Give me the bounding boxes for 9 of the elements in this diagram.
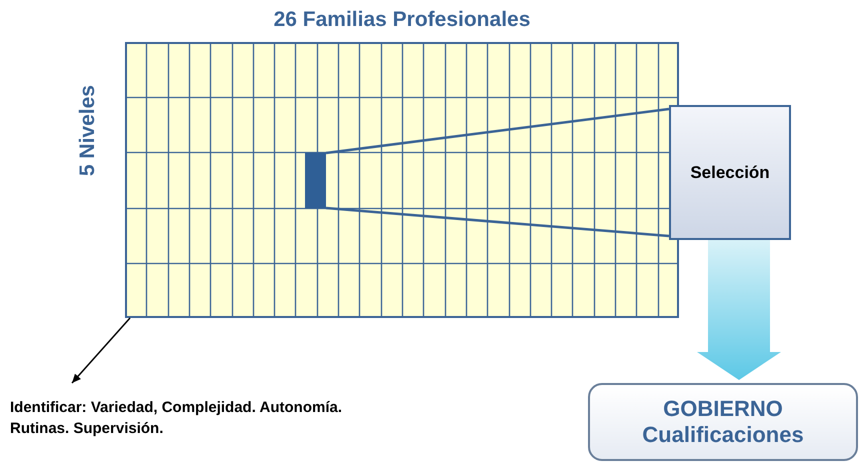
axis-label: 5 Niveles [76, 85, 100, 176]
grid-title: 26 Familias Profesionales [272, 8, 532, 32]
arrow [71, 318, 131, 384]
selection-box: Selección [669, 105, 791, 240]
block-arrow [697, 240, 781, 380]
zoom-lines [324, 108, 670, 238]
selected-cell [305, 153, 326, 208]
government-box: GOBIERNO Cualificaciones [588, 383, 858, 461]
note-text: Identificar: Variedad, Complejidad. Autonomía. Rutinas. Supervisión. [10, 397, 350, 439]
